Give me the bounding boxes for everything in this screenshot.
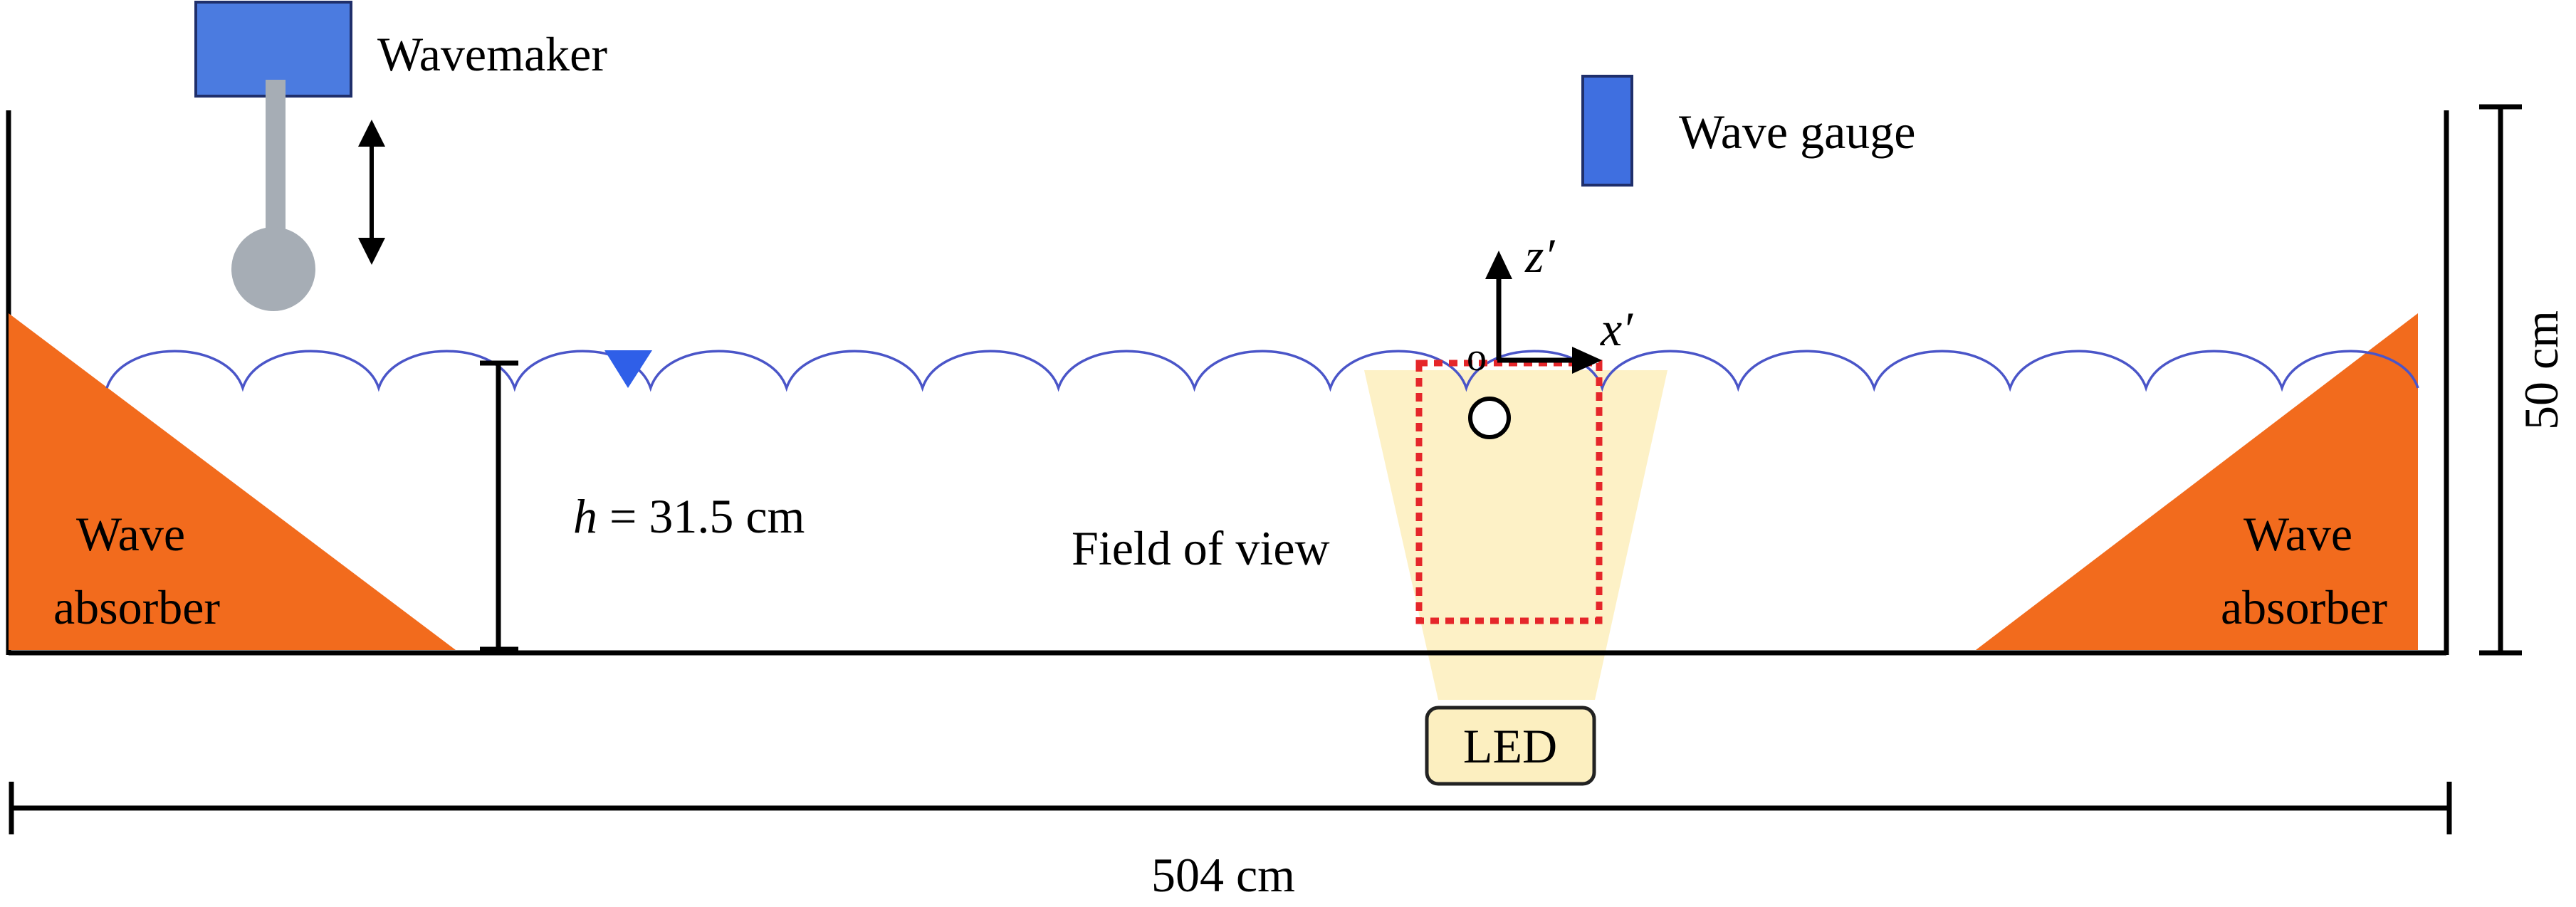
wave-absorber-right-line2: absorber (2221, 580, 2387, 634)
cylinder-cross-section (1468, 397, 1511, 439)
wave-absorber-left-label: Wave absorber (53, 507, 220, 634)
axis-x-label: x′ (1600, 302, 1633, 356)
height-dimension-bar (2479, 104, 2522, 656)
wave-absorber-left-line2: absorber (53, 580, 220, 634)
wavemaker-motion-arrow-icon (358, 120, 385, 265)
light-cone (1364, 370, 1667, 700)
axis-z-label: z′ (1524, 229, 1555, 283)
depth-label: h = 31.5 cm (573, 489, 805, 543)
coordinate-axes (1485, 251, 1602, 374)
wave-absorber-left-line1: Wave (76, 507, 185, 561)
wavemaker-label: Wavemaker (377, 27, 607, 81)
field-of-view-label: Field of view (1072, 521, 1330, 575)
led-box (1425, 706, 1596, 786)
depth-marker (480, 360, 518, 652)
wavemaker-rod (266, 80, 286, 243)
led-label: LED (1463, 719, 1557, 773)
axis-origin-label: o (1467, 335, 1487, 379)
height-dimension-label: 50 cm (2514, 310, 2568, 430)
wave-absorber-right-label: Wave absorber (2221, 507, 2387, 634)
water-level-marker-icon (604, 350, 652, 388)
wave-absorber-left (9, 313, 456, 650)
wave-absorber-right-line1: Wave (2243, 507, 2352, 561)
wave-gauge-label: Wave gauge (1679, 105, 1915, 159)
length-dimension-label: 504 cm (1151, 848, 1295, 902)
wave-absorber-right (1976, 313, 2418, 650)
depth-value: = 31.5 cm (597, 489, 805, 543)
field-of-view-box (1415, 360, 1603, 624)
depth-variable: h (573, 489, 597, 543)
wave-gauge-probe (1581, 75, 1633, 187)
wavemaker-paddle (231, 227, 315, 311)
length-dimension-bar (9, 782, 2452, 834)
water-surface-wave (105, 350, 2419, 392)
